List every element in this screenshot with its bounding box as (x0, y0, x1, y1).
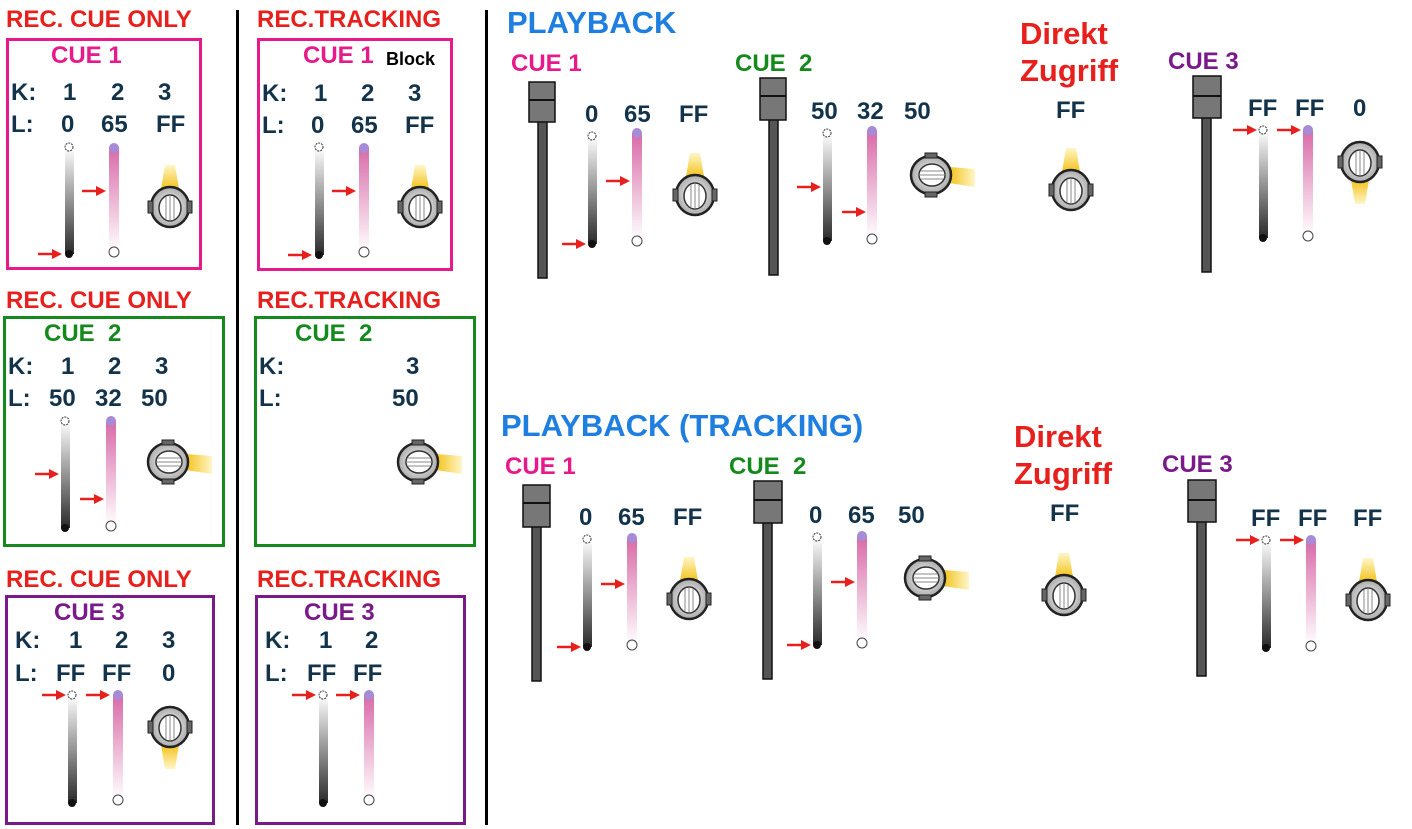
k-label: K: (15, 627, 41, 654)
l-value: 65 (101, 111, 128, 138)
l-value: FF (156, 111, 186, 138)
cue2-box (3, 316, 225, 547)
pb-cue3-title: CUE 3 (1168, 48, 1239, 75)
cue3-track-box (255, 595, 466, 825)
cue2-track-title: CUE 2 (295, 320, 373, 347)
pb-value: 65 (624, 101, 651, 128)
k-label: K: (259, 353, 285, 380)
k-value: 2 (361, 80, 375, 107)
l-value: FF (405, 112, 435, 139)
pb-value: 32 (857, 98, 884, 125)
rec-cue-only-header-3: REC. CUE ONLY (6, 566, 192, 593)
l-value: FF (102, 660, 132, 687)
l-label: L: (11, 111, 34, 138)
pb-value: 0 (1353, 95, 1367, 122)
l-value: 50 (392, 385, 419, 412)
zugriff-label: Zugriff (1020, 53, 1119, 88)
zugriff-label-tracking: Zugriff (1014, 456, 1113, 491)
direkt-label: Direkt (1020, 16, 1108, 51)
cue1-title: CUE 1 (51, 42, 122, 69)
l-value: 32 (95, 385, 122, 412)
l-value: 65 (351, 112, 378, 139)
k-value: 3 (158, 79, 172, 106)
l-value: 50 (49, 385, 76, 412)
l-label: L: (8, 385, 31, 412)
pb-value: FF (679, 101, 709, 128)
k-label: K: (262, 80, 288, 107)
pb-value: 50 (811, 98, 838, 125)
rec-tracking-header-1: REC.TRACKING (257, 6, 441, 33)
k-value: 3 (408, 80, 422, 107)
l-label: L: (15, 660, 38, 687)
pbt-value: 50 (898, 502, 925, 529)
l-value: FF (307, 660, 337, 687)
pbt-value: FF (673, 504, 703, 531)
cue2-track-box (254, 316, 476, 547)
cue1-box (6, 38, 202, 270)
rec-cue-only-header-1: REC. CUE ONLY (6, 6, 192, 33)
k-value: 1 (63, 79, 77, 106)
pb-value: FF (1248, 95, 1278, 122)
k-label: K: (11, 79, 37, 106)
pbt-value: FF (1298, 505, 1328, 532)
pbt-value: 0 (809, 502, 823, 529)
fader-pink (108, 143, 120, 258)
k-value: 2 (111, 79, 125, 106)
divider-right (485, 10, 488, 825)
k-value: 2 (108, 353, 122, 380)
pbt-value: 65 (618, 504, 645, 531)
l-label: L: (259, 385, 282, 412)
pbt-cue1-title: CUE 1 (505, 453, 576, 480)
divider-left (236, 10, 239, 825)
k-value: 2 (115, 627, 129, 654)
l-label: L: (262, 112, 285, 139)
cue3-box (5, 595, 215, 825)
pbt-value: FF (1353, 505, 1383, 532)
k-value: 2 (365, 627, 379, 654)
cue3-title: CUE 3 (54, 599, 125, 626)
cue3-track-title: CUE 3 (304, 599, 375, 626)
l-value: 0 (162, 660, 176, 687)
cue1-track-title: CUE 1 (303, 42, 374, 69)
pb-value: 0 (585, 101, 599, 128)
k-label: K: (8, 353, 34, 380)
pbt-value: 0 (579, 504, 593, 531)
playback-tracking-title: PLAYBACK (TRACKING) (501, 408, 864, 443)
l-value: FF (353, 660, 383, 687)
k-value: 1 (314, 80, 328, 107)
k-label: K: (265, 627, 291, 654)
l-value: 50 (141, 385, 168, 412)
pbt-value: 65 (848, 502, 875, 529)
pbt-value: FF (1251, 505, 1281, 532)
direkt-value-tracking: FF (1050, 500, 1080, 527)
l-value: FF (56, 660, 86, 687)
k-value: 1 (61, 353, 75, 380)
k-value: 3 (162, 627, 176, 654)
master-fader (528, 81, 556, 279)
rec-cue-only-header-2: REC. CUE ONLY (6, 287, 192, 314)
rec-tracking-header-2: REC.TRACKING (257, 287, 441, 314)
pb-cue1-title: CUE 1 (511, 50, 582, 77)
playback-title: PLAYBACK (507, 5, 677, 40)
l-label: L: (265, 660, 288, 687)
block-label: Block (386, 49, 436, 69)
pb-value: FF (1295, 95, 1325, 122)
k-value: 3 (406, 353, 420, 380)
pbt-cue3-title: CUE 3 (1162, 451, 1233, 478)
l-value: 0 (61, 111, 75, 138)
direkt-value: FF (1056, 97, 1086, 124)
cue1-track-box (257, 38, 453, 271)
k-value: 1 (69, 627, 83, 654)
k-value: 1 (319, 627, 333, 654)
k-value: 3 (155, 353, 169, 380)
pb-cue2-title: CUE 2 (735, 50, 813, 77)
cue2-title: CUE 2 (44, 320, 122, 347)
l-value: 0 (311, 112, 325, 139)
direkt-label-tracking: Direkt (1014, 419, 1102, 454)
pb-value: 50 (904, 98, 931, 125)
fader-grey (64, 142, 74, 258)
pbt-cue2-title: CUE 2 (729, 453, 807, 480)
rec-tracking-header-3: REC.TRACKING (257, 566, 441, 593)
